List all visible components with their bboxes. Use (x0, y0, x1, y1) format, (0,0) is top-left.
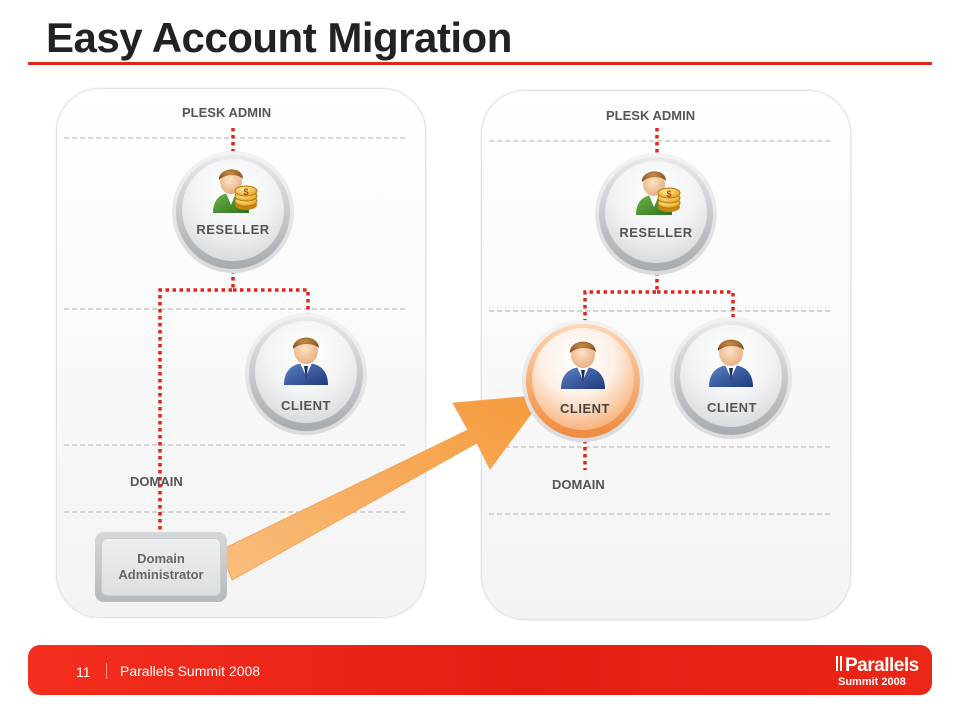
domain-admin-line2: Administrator (118, 567, 204, 582)
page-number: 11 (76, 664, 91, 680)
parallels-logo-icon: Parallels Summit 2008 (836, 655, 926, 689)
right-client-highlight-node (522, 320, 644, 442)
logo-brand-text: Parallels (845, 655, 919, 676)
footer-bar (28, 645, 932, 695)
right-reseller-label: RESELLER (619, 225, 693, 240)
left-domain-label: DOMAIN (130, 474, 183, 489)
right-domain-label: DOMAIN (552, 477, 605, 492)
right-client-node (670, 317, 792, 439)
right-plesk-admin-label: PLESK ADMIN (606, 108, 696, 123)
left-client-label: CLIENT (281, 398, 331, 413)
connector-reseller-client-right (657, 290, 735, 322)
migration-arrow-icon (220, 394, 547, 581)
guide-lines (64, 137, 832, 515)
title-underline (28, 62, 932, 65)
domain-admin-line1: Domain (137, 551, 185, 566)
right-reseller-node (595, 153, 717, 275)
left-reseller-label: RESELLER (196, 222, 270, 237)
logo-subtext: Summit 2008 (838, 676, 906, 688)
footer-event-name: Parallels Summit 2008 (120, 663, 261, 679)
left-reseller-node (172, 151, 294, 273)
connector-reseller-client-left (233, 288, 310, 318)
left-client-node (245, 313, 367, 435)
left-plesk-admin-label: PLESK ADMIN (182, 105, 272, 120)
footer-separator (106, 663, 107, 679)
right-client-label: CLIENT (707, 400, 757, 415)
connector-reseller-branch-right (583, 272, 659, 322)
slide-title: Easy Account Migration (46, 14, 512, 61)
right-client-highlight-label: CLIENT (560, 401, 610, 416)
domain-administrator-box: Domain Administrator (95, 532, 227, 602)
hierarchy-connectors (158, 128, 735, 530)
connector-reseller-branch-left (158, 270, 235, 530)
